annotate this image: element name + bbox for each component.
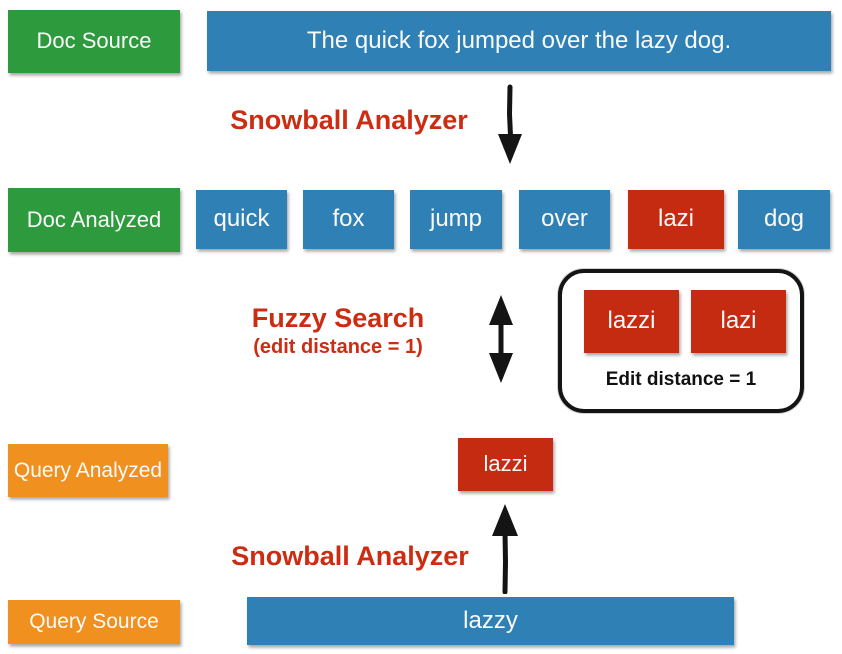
query-source-label: Query Source (29, 610, 159, 634)
snowball-analyzer-top-label: Snowball Analyzer (230, 105, 468, 135)
doc-source-sentence-box: The quick fox jumped over the lazy dog. (207, 11, 831, 71)
token-fox: fox (303, 190, 394, 249)
down-arrow-icon (498, 84, 522, 164)
doc-analyzed-label: Doc Analyzed (26, 206, 162, 232)
query-source-value-box: lazzy (247, 597, 734, 645)
token-dog-text: dog (763, 205, 805, 233)
query-analyzed-label: Query Analyzed (13, 458, 163, 482)
doc-source-label-box: Doc Source (8, 10, 180, 73)
doc-analyzed-label-box: Doc Analyzed (8, 188, 180, 252)
token-over-text: over (541, 205, 588, 233)
token-lazi-highlighted: lazi (628, 190, 724, 249)
token-jump-text: jump (429, 205, 483, 233)
snowball-analyzer-bottom-label: Snowball Analyzer (231, 541, 469, 571)
up-arrow-icon (492, 504, 518, 594)
token-quick-text: quick (213, 205, 270, 233)
edit-distance-panel: lazzi lazi Edit distance = 1 (558, 269, 804, 413)
panel-token-lazi-text: lazi (720, 307, 757, 335)
snowball-analyzer-bottom-heading: Snowball Analyzer (210, 541, 490, 572)
query-source-value: lazzy (463, 606, 518, 634)
token-fox-text: fox (332, 205, 365, 233)
query-analyzed-token-text: lazzi (483, 451, 528, 477)
edit-distance-caption: Edit distance = 1 (605, 369, 757, 390)
double-headed-arrow-icon (489, 295, 513, 383)
fuzzy-search-subtitle: (edit distance = 1) (253, 336, 423, 358)
query-analyzed-label-box: Query Analyzed (8, 444, 168, 497)
doc-source-label: Doc Source (36, 28, 152, 54)
fuzzy-search-heading: Fuzzy Search (edit distance = 1) (233, 303, 443, 359)
panel-token-lazi: lazi (691, 290, 786, 353)
panel-token-lazzi: lazzi (584, 290, 679, 353)
panel-token-lazzi-text: lazzi (607, 307, 656, 335)
token-lazi-text: lazi (657, 205, 694, 233)
token-quick: quick (196, 190, 287, 249)
token-over: over (519, 190, 610, 249)
token-dog: dog (738, 190, 830, 249)
query-source-label-box: Query Source (8, 600, 180, 644)
fuzzy-search-title: Fuzzy Search (251, 303, 425, 333)
query-analyzed-token: lazzi (458, 438, 553, 491)
snowball-analyzer-top-heading: Snowball Analyzer (209, 105, 489, 136)
token-jump: jump (410, 190, 502, 249)
doc-source-sentence: The quick fox jumped over the lazy dog. (306, 26, 732, 54)
